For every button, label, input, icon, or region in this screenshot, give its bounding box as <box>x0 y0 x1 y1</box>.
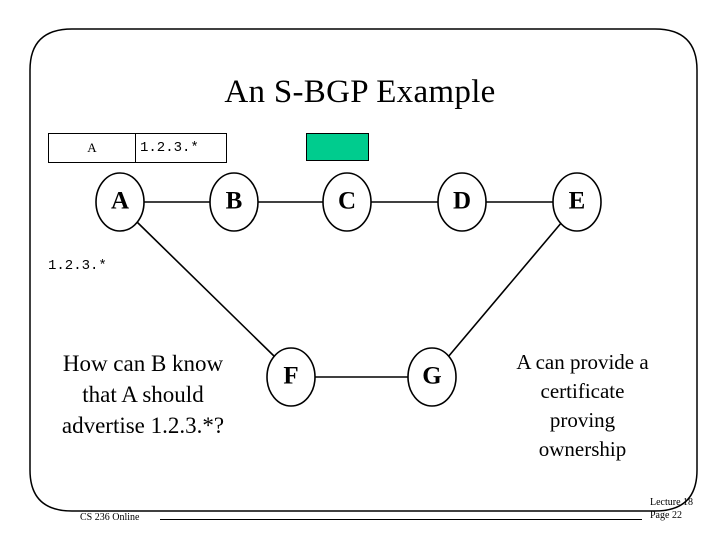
node-shape <box>552 172 602 232</box>
footer-page-number: Page 22 <box>650 510 682 521</box>
answer-block: A can provide a certificate proving owne… <box>480 348 685 464</box>
node-shape <box>209 172 259 232</box>
node-shape <box>437 172 487 232</box>
footer-divider <box>160 519 642 520</box>
node-label: A <box>111 188 129 215</box>
bgp-announcement-table: A 1.2.3.* <box>48 133 227 163</box>
graph-node-f[interactable]: F <box>266 347 316 407</box>
node-label: G <box>422 363 441 390</box>
page-title: An S-BGP Example <box>224 74 496 110</box>
node-label: D <box>453 188 471 215</box>
graph-node-e[interactable]: E <box>552 172 602 232</box>
footer-lecture-number: Lecture 18 <box>650 497 694 508</box>
answer-line-1: A can provide a <box>516 350 649 374</box>
footer-meta: Lecture 18 Page 22 <box>650 496 693 522</box>
graph-node-c[interactable]: C <box>322 172 372 232</box>
question-line-1: How can B know <box>62 351 224 376</box>
node-label: F <box>283 363 298 390</box>
graph-node-a[interactable]: A <box>95 172 145 232</box>
node-label: E <box>569 188 586 215</box>
node-shape <box>266 347 316 407</box>
node-shape <box>407 347 457 407</box>
answer-line-2: certificate <box>540 379 625 403</box>
question-line-2: that A should <box>82 382 204 407</box>
node-shape <box>322 172 372 232</box>
graph-nodes: A B C D E F G <box>95 172 602 407</box>
graph-edges <box>136 201 563 378</box>
graph-node-b[interactable]: B <box>209 172 259 232</box>
graph-node-d[interactable]: D <box>437 172 487 232</box>
answer-line-3: proving <box>549 408 616 432</box>
node-shape <box>95 172 145 232</box>
question-line-3: advertise 1.2.3.*? <box>61 413 225 438</box>
announcement-prefix: 1.2.3.* <box>135 133 227 163</box>
edge-a-f <box>136 221 276 358</box>
announcement-origin-as: A <box>48 133 136 163</box>
edge-g-e <box>447 221 563 358</box>
origin-prefix-annotation: 1.2.3.* <box>48 258 107 274</box>
graph-node-g[interactable]: G <box>407 347 457 407</box>
question-block: How can B know that A should advertise 1… <box>28 348 258 441</box>
highlight-block <box>306 133 369 161</box>
node-label: C <box>338 188 356 215</box>
footer-course-label: CS 236 Online <box>80 512 140 523</box>
node-label: B <box>226 188 243 215</box>
table-row: A 1.2.3.* <box>48 133 227 163</box>
answer-line-4: ownership <box>538 437 627 461</box>
